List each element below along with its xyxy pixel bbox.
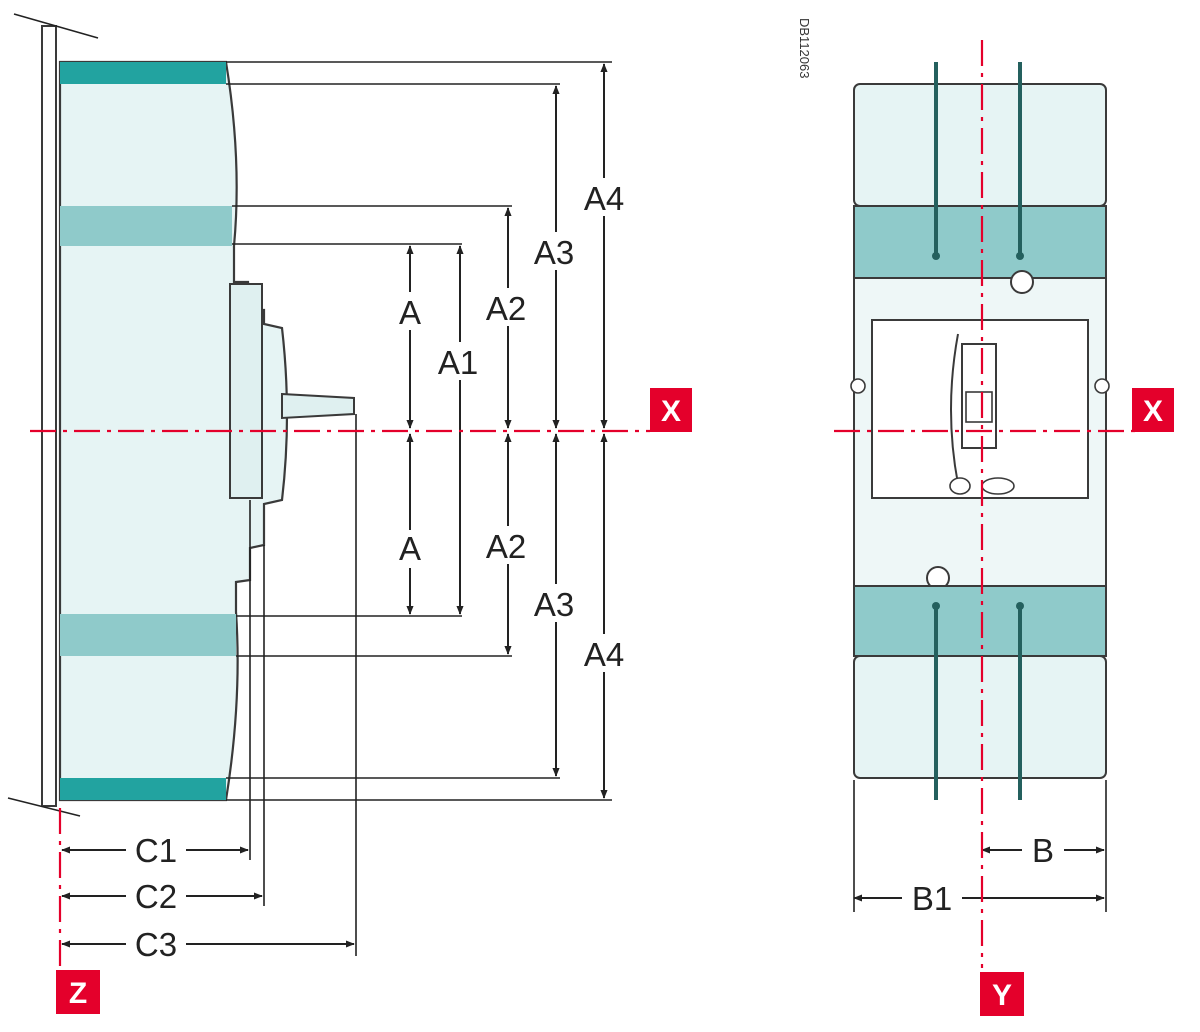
upper-terminal-shield — [853, 205, 1107, 279]
plate-break-top — [13, 13, 99, 39]
label-b1: B1 — [912, 880, 952, 917]
terminal-top-outer — [60, 62, 226, 84]
label-a2-upper: A2 — [486, 290, 526, 327]
x-axis-label-front: X — [1143, 395, 1163, 428]
terminal-bottom-inner — [60, 614, 236, 656]
mounting-plate — [41, 25, 57, 807]
operating-handle — [281, 392, 355, 420]
label-a-upper: A — [399, 294, 421, 331]
label-a3-lower: A3 — [534, 586, 574, 623]
axis-markers: X X Y Z — [56, 388, 1174, 1016]
extension-lines-horizontal — [249, 414, 357, 956]
z-axis-marker — [56, 970, 100, 1014]
plate-break-bottom — [7, 797, 81, 817]
terminal-bottom-outer — [60, 778, 226, 800]
center-lines — [30, 40, 1136, 968]
reference-code: DB112063 — [797, 18, 812, 78]
extension-lines-vertical — [226, 61, 612, 801]
label-c1: C1 — [135, 832, 177, 869]
label-a-lower: A — [399, 530, 421, 567]
handle-guide — [950, 333, 959, 485]
x-axis-label-side: X — [661, 395, 681, 428]
lower-terminal-shield — [853, 585, 1107, 657]
label-a4-upper: A4 — [584, 180, 624, 217]
dimension-labels: A A A1 A2 A2 A3 A3 A4 A4 C1 C2 C3 B B1 — [126, 178, 1064, 963]
label-c3: C3 — [135, 926, 177, 963]
label-a3-upper: A3 — [534, 234, 574, 271]
front-face — [229, 283, 263, 499]
y-axis-label: Y — [992, 979, 1012, 1012]
upper-terminal-block — [853, 83, 1107, 207]
label-c2: C2 — [135, 878, 177, 915]
rating-dial — [981, 477, 1015, 495]
label-a4-lower: A4 — [584, 636, 624, 673]
front-extension-lines — [853, 780, 1107, 912]
accessory-hole-right — [1094, 378, 1110, 394]
side-view — [7, 13, 355, 817]
label-a1: A1 — [438, 344, 478, 381]
z-axis-label: Z — [69, 977, 87, 1010]
test-button — [949, 477, 971, 495]
accessory-hole-left — [850, 378, 866, 394]
mounting-hole-top — [1010, 270, 1034, 294]
x-axis-marker-side — [650, 388, 692, 432]
toggle-handle-grip — [965, 391, 993, 423]
terminal-top-inner — [60, 206, 232, 246]
label-a2-lower: A2 — [486, 528, 526, 565]
lower-terminal-block — [853, 655, 1107, 779]
label-b: B — [1032, 832, 1054, 869]
x-axis-marker-front — [1132, 388, 1174, 432]
y-axis-marker — [980, 972, 1024, 1016]
